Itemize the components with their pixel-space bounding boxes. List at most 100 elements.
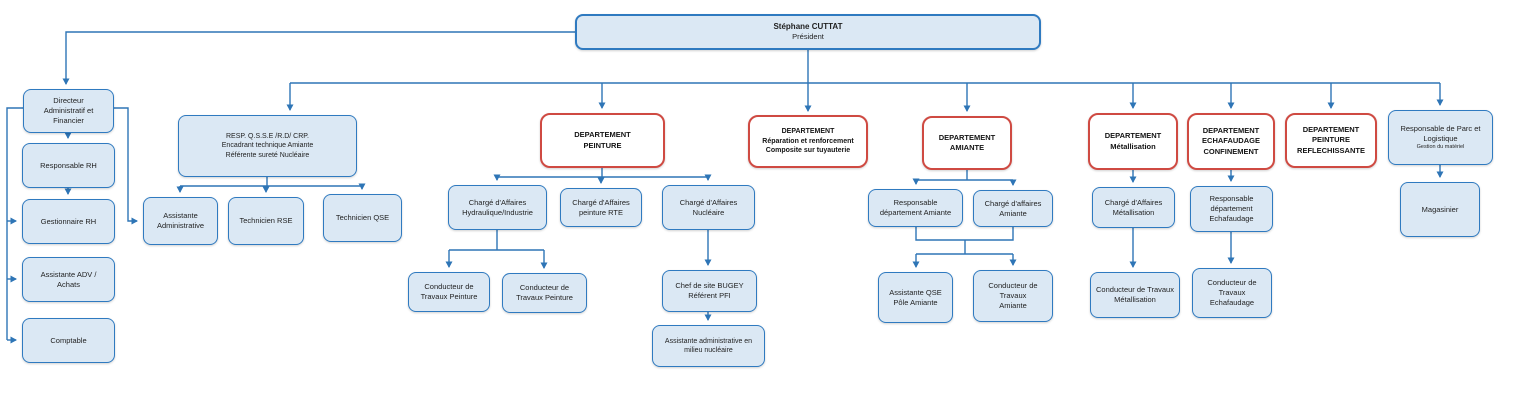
node-label: Assistante QSE xyxy=(889,287,942,297)
node-label: Assistante administrative en xyxy=(664,337,753,345)
node-assistante-administrative-nucleaire: Assistante administrative en milieu nucl… xyxy=(652,325,765,367)
node-label: DEPARTEMENT xyxy=(1302,124,1360,134)
node-label: Chargé d'Affaires xyxy=(572,197,630,207)
node-comptable: Comptable xyxy=(22,318,115,363)
node-label: Financier xyxy=(53,115,84,125)
node-label: Référent PFI xyxy=(688,291,731,300)
node-label: Conducteur de xyxy=(988,281,1038,291)
node-label: Responsable xyxy=(893,198,938,208)
node-label: Stéphane CUTTAT xyxy=(773,21,843,31)
node-label: Amiante xyxy=(999,208,1027,218)
node-label: Encadrant technique Amiante xyxy=(221,142,314,150)
node-label: Conducteur de xyxy=(424,282,474,292)
node-label: Chargé d'Affaires xyxy=(1104,197,1163,207)
node-label: milieu nucléaire xyxy=(684,347,733,354)
node-label: Président xyxy=(792,32,824,42)
node-label: RESP. Q.S.S.E /R.D/ CRP. xyxy=(226,133,309,141)
node-label: Référente sureté Nucléaire xyxy=(225,151,310,159)
node-president: Stéphane CUTTAT Président xyxy=(575,14,1041,50)
node-responsable-departement-echafaudage: Responsable département Echafaudage xyxy=(1190,186,1273,232)
node-conducteur-travaux-amiante: Conducteur de Travaux Amiante xyxy=(973,270,1053,322)
node-departement-metallisation: DEPARTEMENT Métallisation xyxy=(1088,113,1178,170)
node-label: Administratif et xyxy=(43,106,94,116)
node-label: DEPARTEMENT xyxy=(781,127,835,135)
node-label: département xyxy=(1210,204,1253,214)
node-label: Travaux xyxy=(999,291,1027,301)
node-departement-reparation-composite: DEPARTEMENT Réparation et renforcement C… xyxy=(748,115,868,168)
node-charge-affaires-peinture-rte: Chargé d'Affaires peinture RTE xyxy=(560,188,642,227)
node-label: Métallisation xyxy=(1112,207,1155,217)
node-label: Administrative xyxy=(156,221,205,230)
node-technicien-rse: Technicien RSE xyxy=(228,197,304,245)
node-conducteur-travaux-echafaudage: Conducteur de Travaux Echafaudage xyxy=(1192,268,1272,318)
node-label: Chargé d'affaires xyxy=(984,198,1042,208)
node-label: AMIANTE xyxy=(949,143,985,152)
node-label: Directeur xyxy=(53,96,84,106)
node-label: DEPARTEMENT xyxy=(1104,131,1162,140)
node-label: Achats xyxy=(57,279,80,289)
node-label: DEPARTEMENT xyxy=(938,132,996,142)
node-charge-affaires-nucleaire: Chargé d'Affaires Nucléaire xyxy=(662,185,755,230)
node-label: Chef de site BUGEY xyxy=(675,281,744,291)
node-label: Magasinier xyxy=(1421,204,1459,214)
node-label: REFLECHISSANTE xyxy=(1297,145,1365,155)
node-conducteur-travaux-peinture-2: Conducteur de Travaux Peinture xyxy=(502,273,587,313)
node-resp-qsse: RESP. Q.S.S.E /R.D/ CRP. Encadrant techn… xyxy=(178,115,357,177)
node-label: Travaux Peinture xyxy=(420,292,478,301)
node-label: ECHAFAUDAGE xyxy=(1202,136,1260,146)
node-label: PEINTURE xyxy=(583,140,622,150)
node-chef-de-site-bugey: Chef de site BUGEY Référent PFI xyxy=(662,270,757,312)
node-label: Responsable de Parc et xyxy=(1400,124,1481,134)
node-departement-echafaudage-confinement: DEPARTEMENT ECHAFAUDAGE CONFINEMENT xyxy=(1187,113,1275,170)
node-label: Responsable xyxy=(1209,194,1254,204)
node-label: Gestionnaire RH xyxy=(40,216,97,226)
node-technicien-qse: Technicien QSE xyxy=(323,194,402,242)
node-magasinier: Magasinier xyxy=(1400,182,1480,237)
node-label: Conducteur de Travaux xyxy=(1096,285,1174,295)
node-label: CONFINEMENT xyxy=(1203,146,1259,156)
node-label: Technicien RSE xyxy=(239,216,293,226)
node-departement-peinture: DEPARTEMENT PEINTURE xyxy=(540,113,665,168)
node-label: Echafaudage xyxy=(1209,297,1255,307)
node-assistante-qse-pole-amiante: Assistante QSE Pôle Amiante xyxy=(878,272,953,323)
node-label: Assistante ADV / xyxy=(40,269,97,279)
node-conducteur-travaux-metallisation: Conducteur de Travaux Métallisation xyxy=(1090,272,1180,318)
node-gestionnaire-rh: Gestionnaire RH xyxy=(22,199,115,244)
node-assistante-adv-achats: Assistante ADV / Achats xyxy=(22,257,115,302)
node-label: Amiante xyxy=(999,300,1027,310)
node-label: Métallisation xyxy=(1110,141,1156,151)
node-label: Echafaudage xyxy=(1209,213,1254,223)
node-label: Pôle Amiante xyxy=(893,297,938,307)
node-label: Technicien QSE xyxy=(335,213,390,223)
node-label: Réparation et renforcement xyxy=(762,137,854,145)
node-sublabel: Gestion du matériel xyxy=(1416,143,1465,150)
node-directeur-administratif-financier: Directeur Administratif et Financier xyxy=(23,89,114,133)
node-label: PEINTURE xyxy=(1312,135,1350,145)
node-label: DEPARTEMENT xyxy=(574,130,631,139)
node-label: Travaux Peinture xyxy=(516,293,573,302)
node-charge-affaires-amiante: Chargé d'affaires Amiante xyxy=(973,190,1053,227)
node-charge-affaires-metallisation: Chargé d'Affaires Métallisation xyxy=(1092,187,1175,228)
node-label: département Amiante xyxy=(879,208,952,217)
node-label: Assistante xyxy=(163,211,198,221)
node-label: Comptable xyxy=(50,335,87,345)
node-conducteur-travaux-peinture-1: Conducteur de Travaux Peinture xyxy=(408,272,490,312)
node-label: Composite sur tuyauterie xyxy=(765,147,851,155)
node-assistante-administrative: Assistante Administrative xyxy=(143,197,218,245)
node-label: Hydraulique/Industrie xyxy=(462,207,533,217)
node-label: Travaux xyxy=(1218,288,1246,298)
node-label: peinture RTE xyxy=(578,207,624,217)
node-departement-peinture-reflechissante: DEPARTEMENT PEINTURE REFLECHISSANTE xyxy=(1285,113,1377,168)
node-label: Chargé d'Affaires xyxy=(468,197,527,207)
node-label: Logistique xyxy=(1423,134,1458,144)
node-label: DEPARTEMENT xyxy=(1202,125,1260,135)
node-label: Chargé d'Affaires xyxy=(679,197,738,207)
node-responsable-departement-amiante: Responsable département Amiante xyxy=(868,189,963,227)
node-departement-amiante: DEPARTEMENT AMIANTE xyxy=(922,116,1012,170)
node-charge-affaires-hydraulique: Chargé d'Affaires Hydraulique/Industrie xyxy=(448,185,547,230)
node-label: Métallisation xyxy=(1114,295,1156,304)
node-label: Conducteur de xyxy=(1207,278,1257,288)
node-label: Conducteur de xyxy=(519,283,570,293)
node-label: Nucléaire xyxy=(692,207,725,217)
